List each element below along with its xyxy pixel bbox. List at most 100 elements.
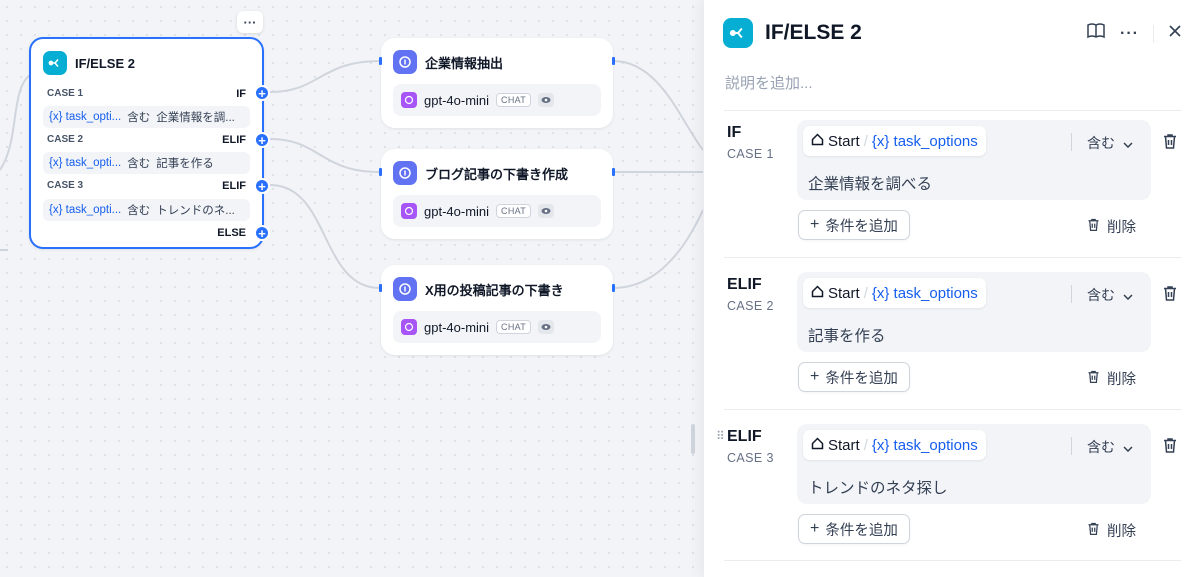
ifelse-node-header: IF/ELSE 2 xyxy=(43,51,135,75)
node-case-label: CASE 1 xyxy=(47,88,84,99)
case-label: CASE 3 xyxy=(727,451,774,465)
node-variable: {x} task_opti... xyxy=(49,204,122,216)
llm-node-header: ブログ記事の下書き作成 xyxy=(393,161,568,185)
divider xyxy=(1153,24,1154,43)
branch-icon xyxy=(723,18,753,48)
model-chip: gpt-4o-mini CHAT xyxy=(393,84,601,116)
operator-value: 含む xyxy=(1087,135,1115,151)
close-icon[interactable] xyxy=(1168,24,1182,43)
output-port[interactable] xyxy=(612,284,615,292)
workflow-canvas[interactable]: ··· IF/ELSE 2 CASE 1 IF {x} task_opti...… xyxy=(0,0,703,577)
path-separator: / xyxy=(863,436,868,454)
condition-box[interactable]: Start / {x} task_options 含む 企業情報を調べる xyxy=(797,120,1151,200)
node-case-label: CASE 2 xyxy=(47,134,84,145)
book-icon[interactable] xyxy=(1086,22,1106,45)
home-icon xyxy=(811,284,824,302)
delete-case-button[interactable]: 削除 xyxy=(1086,520,1136,541)
ifelse-node[interactable]: IF/ELSE 2 CASE 1 IF {x} task_opti... 含む … xyxy=(29,37,270,249)
plus-icon: + xyxy=(810,368,820,385)
divider xyxy=(724,257,1181,258)
node-variable: {x} task_opti... xyxy=(49,111,122,123)
openai-icon xyxy=(401,92,417,108)
delete-case-label: 削除 xyxy=(1107,220,1136,236)
branch-icon xyxy=(43,51,67,75)
input-port[interactable] xyxy=(379,168,382,176)
condition-value-input[interactable]: 記事を作る xyxy=(808,328,886,345)
variable-selector[interactable]: Start / {x} task_options xyxy=(803,278,986,308)
model-name: gpt-4o-mini xyxy=(424,203,490,219)
drag-handle-icon[interactable]: ⠿ xyxy=(716,429,725,443)
panel-actions: ··· xyxy=(1086,22,1182,45)
trash-icon[interactable] xyxy=(1161,132,1179,155)
path-separator: / xyxy=(863,284,868,302)
divider xyxy=(724,560,1181,561)
llm-icon xyxy=(393,161,417,185)
operator-select[interactable]: 含む xyxy=(1071,437,1133,457)
node-else-keyword: ELSE xyxy=(217,227,246,239)
elif1-output-handle[interactable]: + xyxy=(254,132,270,148)
add-condition-button[interactable]: + 条件を追加 xyxy=(798,514,910,544)
elif2-output-handle[interactable]: + xyxy=(254,178,270,194)
more-icon[interactable]: ··· xyxy=(1120,24,1139,42)
divider xyxy=(724,110,1181,111)
add-condition-label: 条件を追加 xyxy=(825,218,898,235)
node-case-keyword: IF xyxy=(236,88,246,100)
path-separator: / xyxy=(863,132,868,150)
trash-icon[interactable] xyxy=(1161,436,1179,459)
condition-value-input[interactable]: トレンドのネタ探し xyxy=(808,480,948,497)
openai-icon xyxy=(401,203,417,219)
case-label: CASE 1 xyxy=(727,147,774,161)
home-icon xyxy=(811,132,824,150)
chevron-down-icon xyxy=(1123,135,1133,151)
llm-node-1[interactable]: 企業情報抽出 gpt-4o-mini CHAT xyxy=(379,38,615,128)
description-input[interactable]: 説明を追加... xyxy=(725,75,813,92)
openai-icon xyxy=(401,319,417,335)
trash-icon xyxy=(1086,521,1101,540)
node-settings-panel: IF/ELSE 2 ··· 説明を追加... IF CASE 1 Start /… xyxy=(703,0,1200,577)
input-port[interactable] xyxy=(379,57,382,65)
input-port[interactable] xyxy=(379,284,382,292)
eye-icon xyxy=(538,93,555,107)
node-variable: {x} task_opti... xyxy=(49,157,122,169)
node-operator: 含む xyxy=(127,112,151,124)
llm-node-2[interactable]: ブログ記事の下書き作成 gpt-4o-mini CHAT xyxy=(379,149,615,239)
add-condition-label: 条件を追加 xyxy=(825,522,898,539)
llm-icon xyxy=(393,277,417,301)
case-keyword: IF xyxy=(727,124,742,141)
edge-elif1-to-llm2 xyxy=(269,138,381,173)
panel-resize-handle[interactable] xyxy=(691,424,695,454)
else-output-handle[interactable]: + xyxy=(254,225,270,241)
operator-select[interactable]: 含む xyxy=(1071,133,1133,153)
model-mode-badge: CHAT xyxy=(496,320,532,334)
node-value: 企業情報を調... xyxy=(156,112,235,124)
chevron-down-icon xyxy=(1123,439,1133,455)
condition-box[interactable]: Start / {x} task_options 含む トレンドのネタ探し xyxy=(797,424,1151,504)
condition-box[interactable]: Start / {x} task_options 含む 記事を作る xyxy=(797,272,1151,352)
add-condition-button[interactable]: + 条件を追加 xyxy=(798,210,910,240)
trash-icon[interactable] xyxy=(1161,284,1179,307)
node-operator: 含む xyxy=(127,158,151,170)
if-output-handle[interactable]: + xyxy=(254,85,270,101)
edge-llm1-out xyxy=(612,60,703,151)
condition-value-input[interactable]: 企業情報を調べる xyxy=(808,176,933,193)
panel-title: IF/ELSE 2 xyxy=(765,21,862,44)
variable-selector[interactable]: Start / {x} task_options xyxy=(803,430,986,460)
edge-llm3-out xyxy=(612,209,703,289)
ifelse-node-title: IF/ELSE 2 xyxy=(75,55,135,71)
variable-source: Start xyxy=(828,132,860,150)
add-condition-button[interactable]: + 条件を追加 xyxy=(798,362,910,392)
delete-case-button[interactable]: 削除 xyxy=(1086,368,1136,389)
model-name: gpt-4o-mini xyxy=(424,319,490,335)
output-port[interactable] xyxy=(612,57,615,65)
model-mode-badge: CHAT xyxy=(496,93,532,107)
node-more-button[interactable]: ··· xyxy=(237,11,263,33)
output-port[interactable] xyxy=(612,168,615,176)
llm-node-header: 企業情報抽出 xyxy=(393,50,503,74)
case-keyword: ELIF xyxy=(727,428,762,445)
operator-select[interactable]: 含む xyxy=(1071,285,1133,305)
llm-node-3[interactable]: X用の投稿記事の下書き gpt-4o-mini CHAT xyxy=(379,265,615,355)
variable-selector[interactable]: Start / {x} task_options xyxy=(803,126,986,156)
delete-case-button[interactable]: 削除 xyxy=(1086,216,1136,237)
divider xyxy=(724,409,1181,410)
node-case-1-row: CASE 1 IF xyxy=(47,88,246,102)
